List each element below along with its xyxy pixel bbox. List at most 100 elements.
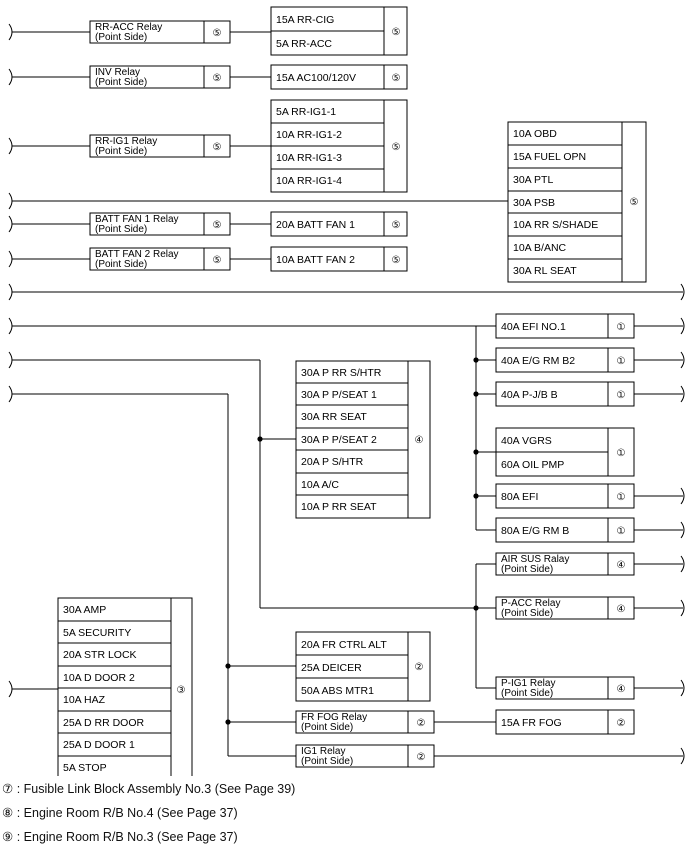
legend-item: ⑦ : Fusible Link Block Assembly No.3 (Se…: [2, 778, 295, 800]
fuse-block-right-upper: 10A OBD 15A FUEL OPN 30A PTL 30A PSB 10A…: [507, 121, 647, 283]
fuse-block-efi: 80A EFI ①: [495, 483, 635, 509]
fuse-block-efi-no1: 40A EFI NO.1 ①: [495, 313, 635, 339]
relay-p-acc: P-ACC Relay (Point Side) ④: [495, 596, 635, 620]
relay-name: BATT FAN 1 Relay: [95, 214, 179, 225]
fuse-block-vgrs: 40A VGRS 60A OIL PMP ①: [495, 427, 635, 477]
fuse-label: 10A RR-IG1-3: [276, 152, 342, 164]
block-number: ⑤: [630, 197, 639, 208]
relay-rr-ig1: RR-IG1 Relay (Point Side) ⑤: [89, 134, 231, 158]
relay-rr-acc: RR-ACC Relay (Point Side) ⑤: [89, 20, 231, 44]
fuse-label: 30A RR SEAT: [301, 411, 367, 423]
relay-side: (Point Side): [301, 756, 353, 767]
fuse-label: 5A SECURITY: [63, 627, 131, 639]
fuse-label: 30A P P/SEAT 2: [301, 434, 377, 446]
block-number: ⑤: [213, 28, 222, 39]
fuse-label: 60A OIL PMP: [501, 459, 564, 471]
fuse-block-fr-ctrl: 20A FR CTRL ALT 25A DEICER 50A ABS MTR1 …: [295, 631, 431, 702]
fuse-label: 25A D DOOR 1: [63, 739, 135, 751]
relay-name: AIR SUS Ralay: [501, 554, 569, 565]
block-number: ②: [417, 752, 426, 763]
fuse-label: 15A FUEL OPN: [513, 151, 586, 163]
legend-text: : Fusible Link Block Assembly No.3 (See …: [16, 782, 296, 796]
block-number: ⑤: [213, 73, 222, 84]
relay-side: (Point Side): [301, 722, 353, 733]
relay-batt-fan-1: BATT FAN 1 Relay (Point Side) ⑤: [89, 212, 231, 236]
relay-name: RR-IG1 Relay: [95, 136, 157, 147]
fuse-label: 5A RR-IG1-1: [276, 106, 336, 118]
fuse-label: 20A STR LOCK: [63, 649, 137, 661]
fuse-label: 80A EFI: [501, 491, 538, 503]
fuse-label: 40A E/G RM B2: [501, 355, 575, 367]
fuse-label: 15A RR-CIG: [276, 14, 334, 26]
block-number: ⑤: [392, 220, 401, 231]
fuse-block-center: 30A P RR S/HTR 30A P P/SEAT 1 30A RR SEA…: [295, 360, 431, 519]
fuse-label: 40A P-J/B B: [501, 389, 558, 401]
fuse-label: 10A B/ANC: [513, 242, 567, 254]
legend-number: ⑨: [2, 830, 14, 844]
fuse-label: 5A STOP: [63, 762, 107, 774]
legend-text: : Engine Room R/B No.3 (See Page 37): [16, 830, 238, 844]
relay-side: (Point Side): [95, 259, 147, 270]
block-number: ②: [415, 662, 424, 673]
relay-side: (Point Side): [95, 77, 147, 88]
fuse-block-eg-rm-b: 80A E/G RM B ①: [495, 517, 635, 543]
fuse-label: 30A P P/SEAT 1: [301, 389, 377, 401]
block-number: ①: [617, 356, 626, 367]
fuse-block-inv: 15A AC100/120V ⑤: [270, 64, 408, 90]
fuse-label: 20A FR CTRL ALT: [301, 639, 387, 651]
block-number: ①: [617, 526, 626, 537]
block-number: ②: [617, 718, 626, 729]
block-number: ①: [617, 322, 626, 333]
block-number: ⑤: [213, 220, 222, 231]
legend-number: ⑧: [2, 806, 14, 820]
fuse-label: 10A RR-IG1-2: [276, 129, 342, 141]
fuse-label: 10A P RR SEAT: [301, 501, 377, 513]
fuse-block-p-jb-b: 40A P-J/B B ①: [495, 381, 635, 407]
fuse-label: 15A AC100/120V: [276, 72, 356, 84]
fuse-label: 10A BATT FAN 2: [276, 254, 355, 266]
fuse-label: 20A P S/HTR: [301, 456, 364, 468]
wire-break-symbols: [8, 23, 685, 765]
fuse-label: 50A ABS MTR1: [301, 685, 374, 697]
relay-name: P-IG1 Relay: [501, 678, 555, 689]
block-number: ④: [617, 560, 626, 571]
wiring-diagram: RR-ACC Relay (Point Side) ⑤ INV Relay (P…: [8, 6, 685, 776]
relay-batt-fan-2: BATT FAN 2 Relay (Point Side) ⑤: [89, 247, 231, 271]
relay-side: (Point Side): [501, 564, 553, 575]
fuse-label: 10A OBD: [513, 128, 557, 140]
fuse-label: 10A A/C: [301, 479, 339, 491]
relay-p-ig1: P-IG1 Relay (Point Side) ④: [495, 676, 635, 700]
fuse-block-rr-ig1: 5A RR-IG1-1 10A RR-IG1-2 10A RR-IG1-3 10…: [270, 99, 408, 193]
relay-name: P-ACC Relay: [501, 598, 560, 609]
fuse-block-left-lower: 30A AMP 5A SECURITY 20A STR LOCK 10A D D…: [57, 597, 193, 776]
block-number: ⑤: [213, 142, 222, 153]
fuse-label: 30A PTL: [513, 174, 553, 186]
block-number: ④: [415, 435, 424, 446]
fuse-block-rr-acc: 15A RR-CIG 5A RR-ACC ⑤: [270, 6, 408, 56]
block-number: ⑤: [392, 27, 401, 38]
fuse-label: 10A HAZ: [63, 694, 106, 706]
fuse-label: 80A E/G RM B: [501, 525, 569, 537]
relay-inv: INV Relay (Point Side) ⑤: [89, 65, 231, 89]
junction-dots: [225, 357, 479, 725]
fuse-label: 40A VGRS: [501, 435, 552, 447]
fuse-block-batt-fan-2: 10A BATT FAN 2 ⑤: [270, 246, 408, 272]
block-number: ⑤: [392, 142, 401, 153]
fuse-block-fr-fog: 15A FR FOG ②: [495, 709, 635, 735]
fuse-label: 25A D RR DOOR: [63, 717, 145, 729]
relay-name: FR FOG Relay: [301, 712, 367, 723]
block-number: ②: [417, 718, 426, 729]
block-number: ①: [617, 492, 626, 503]
fuse-block-eg-rm-b2: 40A E/G RM B2 ①: [495, 347, 635, 373]
legend-item: ⑨ : Engine Room R/B No.3 (See Page 37): [2, 826, 238, 848]
fuse-label: 40A EFI NO.1: [501, 321, 566, 333]
relay-name: IG1 Relay: [301, 746, 345, 757]
relay-name: BATT FAN 2 Relay: [95, 249, 179, 260]
fuse-label: 30A P RR S/HTR: [301, 367, 382, 379]
fuse-label: 10A D DOOR 2: [63, 672, 135, 684]
relay-name: INV Relay: [95, 67, 140, 78]
fuse-label: 30A RL SEAT: [513, 265, 577, 277]
fuse-label: 15A FR FOG: [501, 717, 562, 729]
legend-text: : Engine Room R/B No.4 (See Page 37): [16, 806, 238, 820]
fuse-label: 25A DEICER: [301, 662, 362, 674]
